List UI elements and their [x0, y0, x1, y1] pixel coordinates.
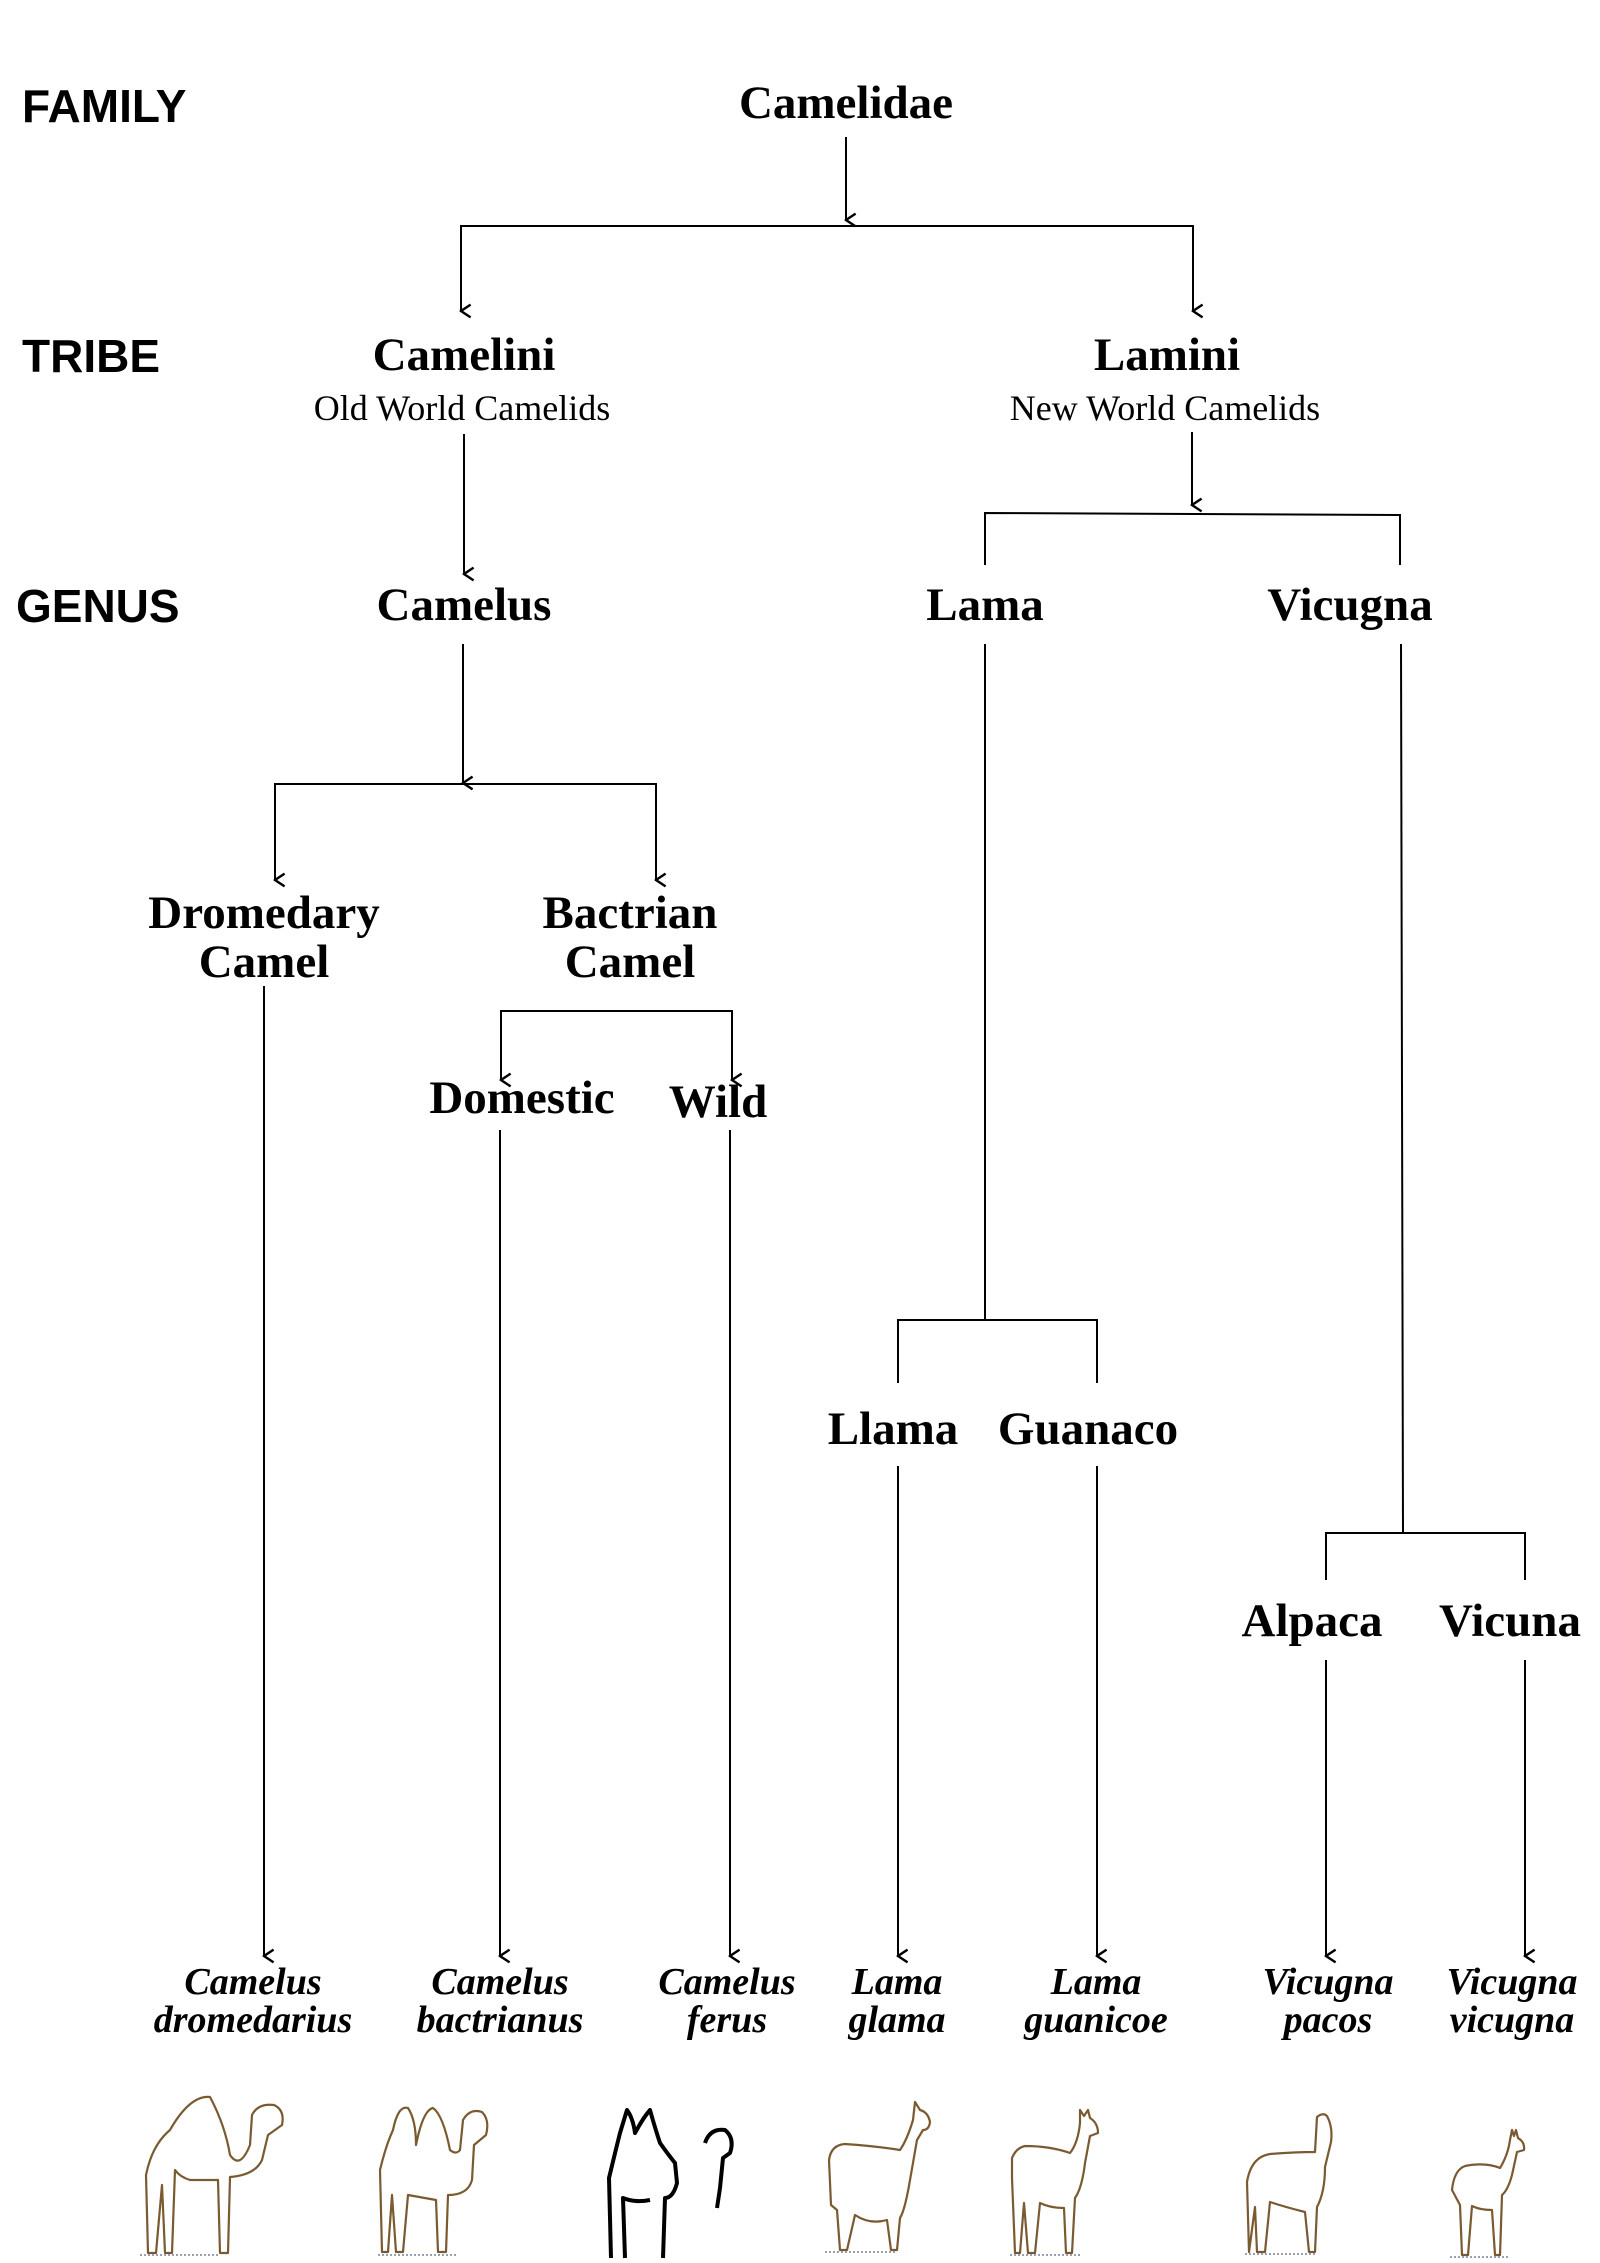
- genus-node-camelus: Camelus: [377, 579, 552, 631]
- bactrian-camel-illustration: [378, 2106, 489, 2256]
- species-epithet: bactrianus: [417, 1999, 584, 2041]
- group-dromedary-line1: Dromedary: [148, 887, 380, 939]
- species-genus: Lama: [1050, 1961, 1142, 2003]
- species-genus: Vicugna: [1263, 1961, 1394, 2003]
- species-genus: Vicugna: [1447, 1961, 1578, 2003]
- rank-label-tribe: TRIBE: [22, 330, 160, 382]
- species-genus: Camelus: [431, 1961, 568, 2003]
- rank-label-family: FAMILY: [22, 80, 186, 132]
- species-epithet: dromedarius: [154, 1999, 352, 2041]
- genus-node-lama: Lama: [926, 579, 1044, 631]
- wild-bactrian-camel-illustration: [607, 2108, 734, 2259]
- group-guanaco: Guanaco: [998, 1403, 1178, 1455]
- dromedary-illustration: [140, 2095, 284, 2256]
- rank-label-genus: GENUS: [16, 580, 180, 632]
- tree-connectors: [264, 137, 1525, 1956]
- tribe-node-lamini: Lamini: [1094, 329, 1240, 381]
- species-epithet: ferus: [687, 1999, 767, 2041]
- genus-node-vicugna: Vicugna: [1267, 579, 1432, 631]
- species-epithet: pacos: [1281, 1999, 1373, 2041]
- species-epithet: glama: [847, 1999, 945, 2041]
- group-bactrian-line1: Bactrian: [543, 887, 718, 939]
- species-epithet: guanicoe: [1023, 1999, 1168, 2041]
- group-llama: Llama: [828, 1403, 959, 1455]
- tribe-subtitle-camelini: Old World Camelids: [314, 388, 610, 428]
- species-epithet: vicugna: [1450, 1999, 1575, 2041]
- llama-illustration: [825, 2100, 932, 2253]
- group-alpaca: Alpaca: [1242, 1595, 1383, 1647]
- group-domestic: Domestic: [429, 1072, 614, 1124]
- group-wild: Wild: [669, 1076, 767, 1128]
- group-vicuna: Vicuna: [1439, 1595, 1581, 1647]
- vicuna-illustration: [1450, 2128, 1526, 2258]
- species-genus: Camelus: [184, 1961, 321, 2003]
- species-labels: Camelus dromedarius Camelus bactrianus C…: [154, 1961, 1578, 2041]
- group-dromedary-line2: Camel: [199, 936, 330, 988]
- species-genus: Camelus: [658, 1961, 795, 2003]
- alpaca-illustration: [1245, 2113, 1333, 2255]
- tribe-node-camelini: Camelini: [373, 329, 556, 381]
- family-node: Camelidae: [739, 77, 953, 129]
- guanaco-illustration: [1010, 2108, 1100, 2256]
- species-genus: Lama: [851, 1961, 943, 2003]
- group-bactrian-line2: Camel: [565, 936, 696, 988]
- tribe-subtitle-lamini: New World Camelids: [1010, 388, 1320, 428]
